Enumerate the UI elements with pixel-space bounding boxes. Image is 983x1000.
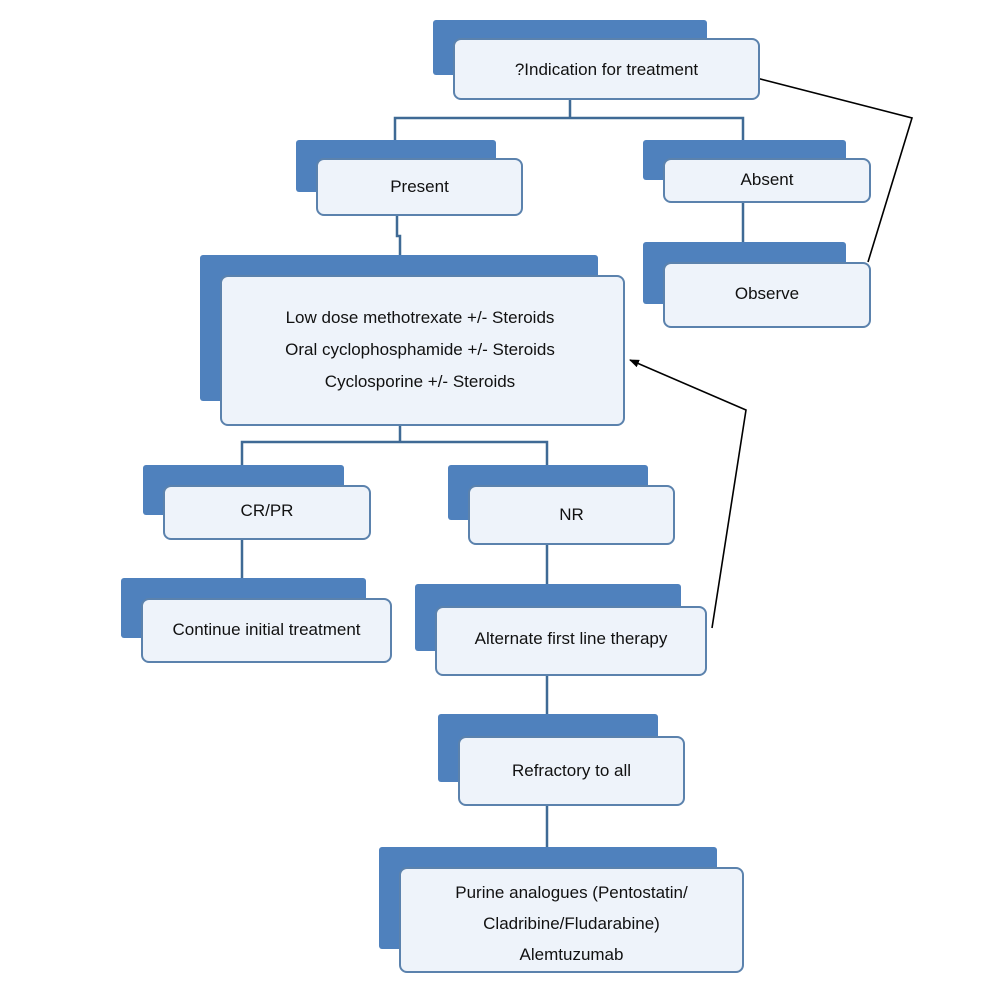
node-observe: Observe [643, 242, 871, 330]
node-observe-text: Observe [663, 278, 871, 310]
node-indication-line: ?Indication for treatment [514, 60, 699, 79]
node-observe-line: Observe [734, 284, 800, 303]
node-purine-line: Purine analogues (Pentostatin/ [455, 883, 688, 902]
connector-present-firstline [395, 216, 402, 255]
node-continue-line: Continue initial treatment [172, 620, 361, 639]
node-alternate-text: Alternate first line therapy [435, 623, 707, 655]
node-absent-line: Absent [740, 170, 794, 189]
node-absent-text: Absent [663, 164, 871, 196]
node-alternate: Alternate first line therapy [415, 584, 707, 678]
node-present-line: Present [390, 177, 449, 196]
node-cr-pr-line: CR/PR [240, 501, 294, 520]
node-refractory-line: Refractory to all [511, 761, 632, 780]
node-nr-text: NR [468, 499, 675, 531]
node-continue: Continue initial treatment [121, 578, 392, 665]
node-first-line-line: Low dose methotrexate +/- Steroids [285, 308, 555, 327]
node-present-text: Present [316, 171, 523, 203]
node-alternate-line: Alternate first line therapy [474, 629, 668, 648]
node-continue-text: Continue initial treatment [141, 614, 392, 646]
node-present: Present [296, 140, 523, 218]
node-cr-pr-text: CR/PR [163, 495, 371, 527]
node-indication-text: ?Indication for treatment [453, 54, 760, 86]
node-purine-line: Alemtuzumab [519, 945, 624, 964]
arrow-alternate-feedback [629, 359, 747, 629]
node-nr-line: NR [559, 505, 584, 524]
node-indication: ?Indication for treatment [433, 20, 760, 102]
node-purine-text: Purine analogues (Pentostatin/Cladribine… [399, 877, 744, 970]
node-purine-line: Cladribine/Fludarabine) [483, 914, 660, 933]
node-first-line-line: Cyclosporine +/- Steroids [324, 372, 516, 391]
node-refractory-text: Refractory to all [458, 755, 685, 787]
connector-indication-branch [393, 100, 745, 140]
arrow-observe-feedback [736, 71, 914, 263]
node-cr-pr: CR/PR [143, 465, 371, 542]
node-first-line-line: Oral cyclophosphamide +/- Steroids [285, 340, 555, 359]
node-absent: Absent [643, 140, 871, 205]
connector-firstline-branch [240, 426, 549, 465]
node-purine: Purine analogues (Pentostatin/Cladribine… [379, 847, 744, 975]
node-refractory: Refractory to all [438, 714, 685, 808]
node-nr: NR [448, 465, 675, 547]
